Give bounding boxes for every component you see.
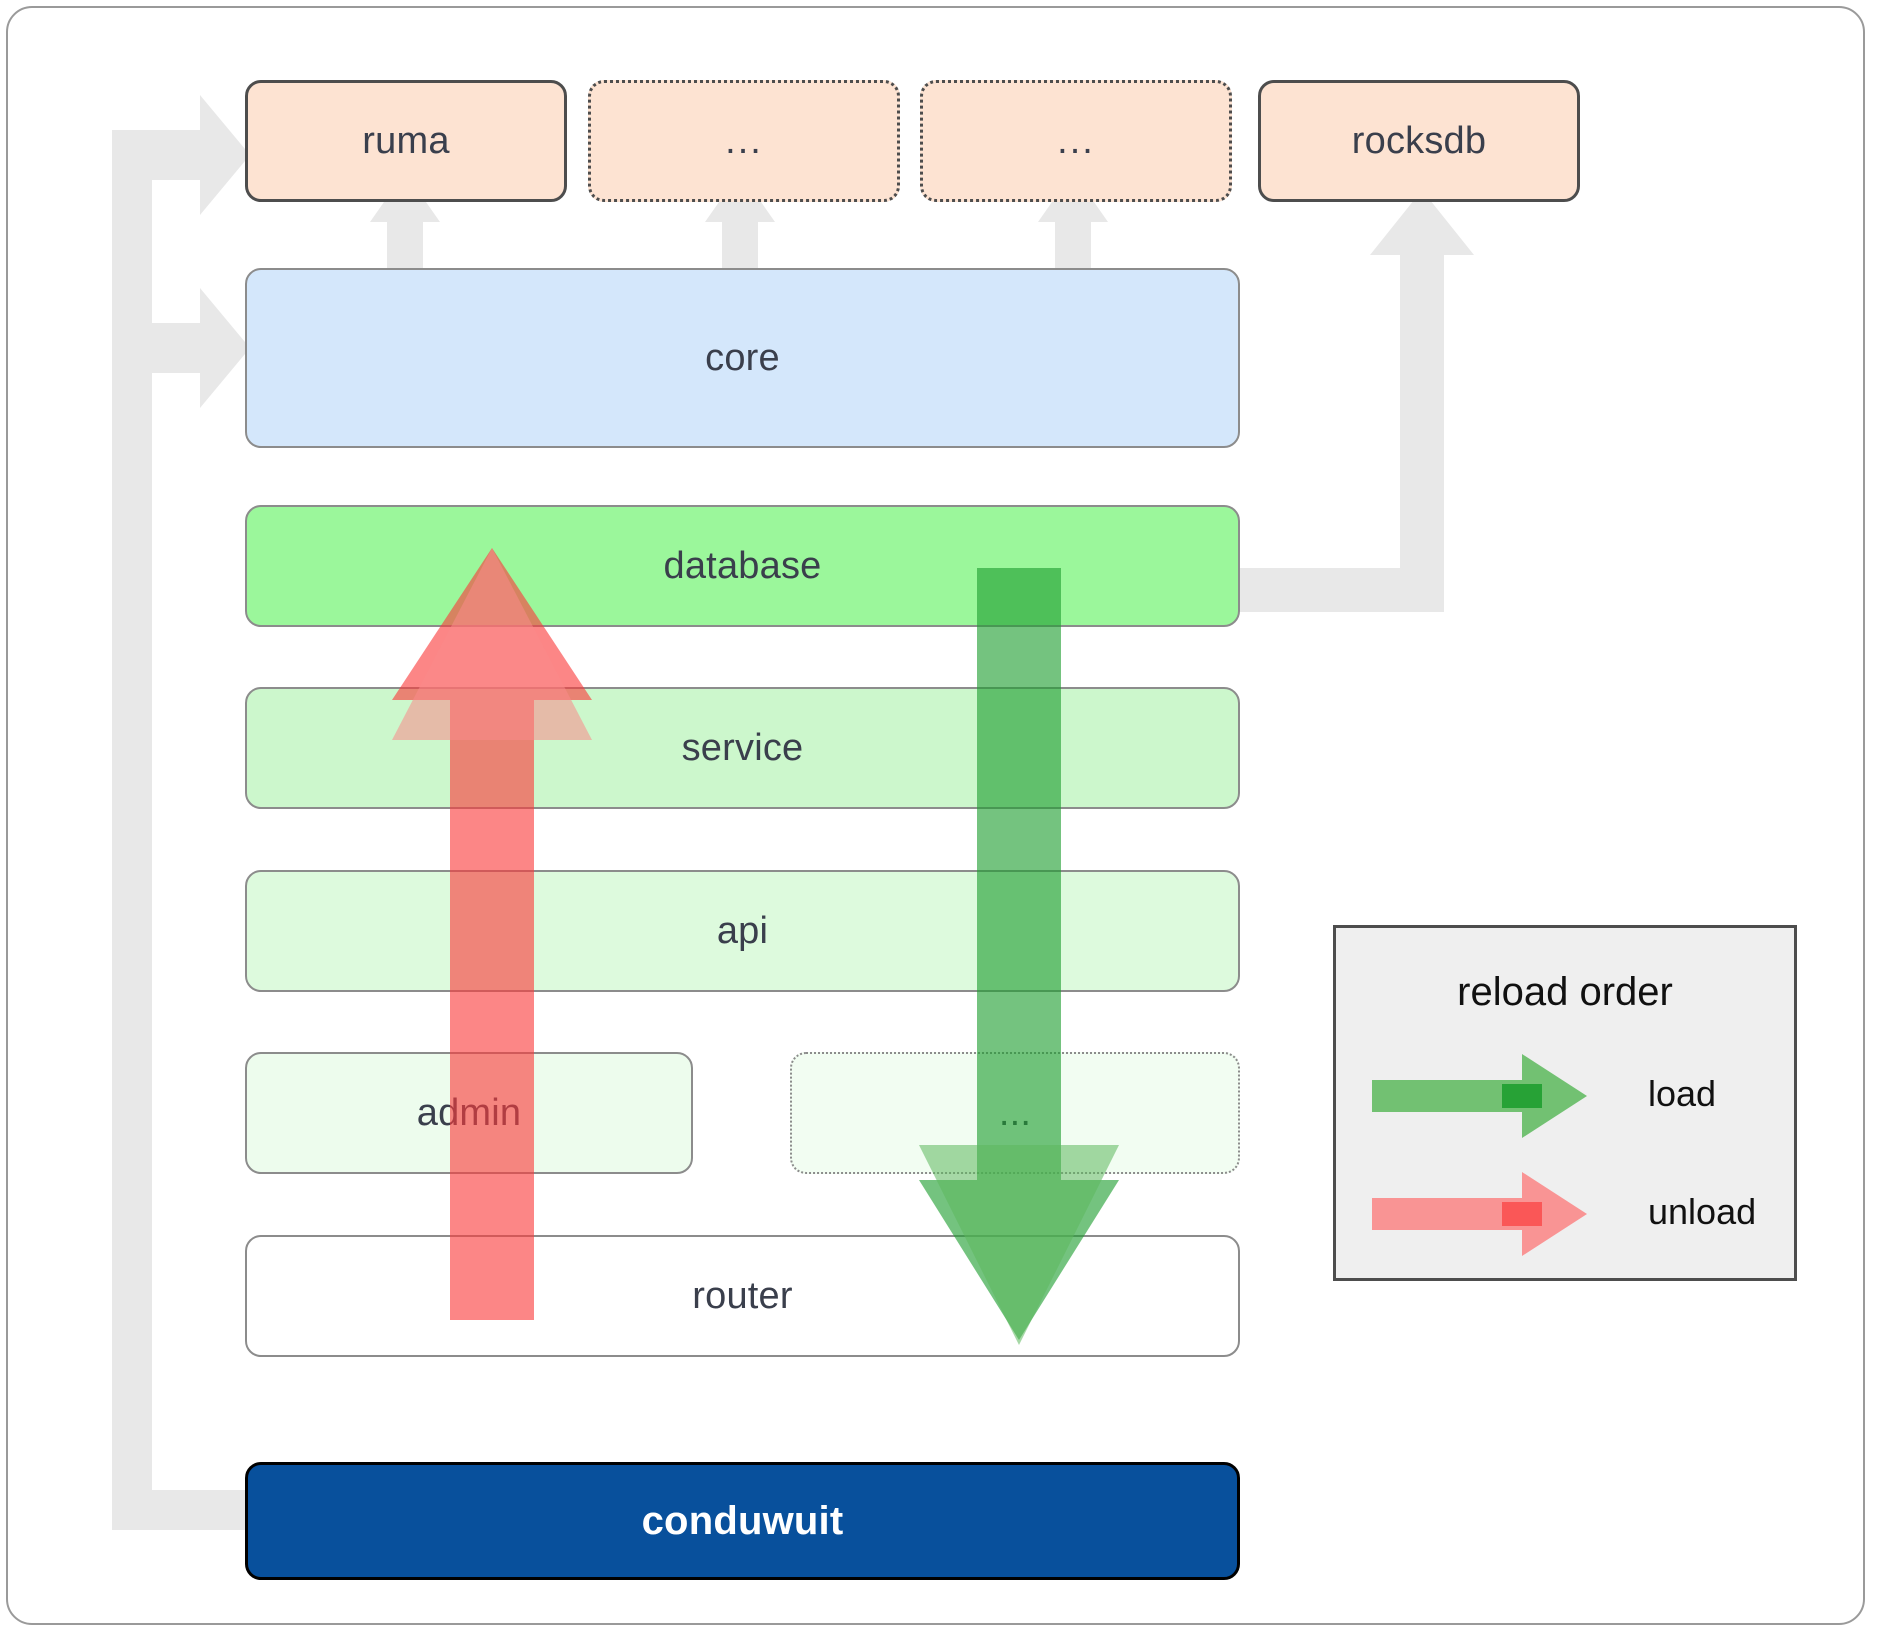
dep-node-ellipsis-1-label: ... (725, 119, 763, 162)
layer-router-label: router (692, 1274, 793, 1317)
legend-load-arrow-icon (1372, 1054, 1587, 1138)
dep-node-ellipsis-2[interactable]: ... (920, 80, 1232, 202)
layer-database[interactable]: database (245, 505, 1240, 627)
app-node-conduwuit[interactable]: conduwuit (245, 1462, 1240, 1580)
dep-node-rocksdb-label: rocksdb (1351, 119, 1487, 162)
layer-router[interactable]: router (245, 1235, 1240, 1357)
legend-unload-arrow-icon (1372, 1172, 1587, 1256)
core-node[interactable]: core (245, 268, 1240, 448)
legend-title: reload order (1457, 970, 1673, 1014)
layer-database-label: database (663, 544, 822, 587)
layer-admin[interactable]: admin (245, 1052, 693, 1174)
layer-ellipsis-label: ... (998, 1091, 1032, 1134)
layer-admin-label: admin (416, 1091, 522, 1134)
layer-api-label: api (716, 909, 769, 952)
diagram-frame (6, 6, 1865, 1625)
app-node-label: conduwuit (641, 1498, 844, 1543)
layer-service[interactable]: service (245, 687, 1240, 809)
dep-node-rocksdb[interactable]: rocksdb (1258, 80, 1580, 202)
legend-reload-order: reload order load unload (1333, 925, 1797, 1281)
dep-node-ruma[interactable]: ruma (245, 80, 567, 202)
legend-item-unload-label: unload (1648, 1191, 1757, 1232)
legend-item-load-label: load (1648, 1073, 1717, 1114)
layer-service-label: service (681, 726, 804, 769)
core-node-label: core (705, 336, 780, 379)
dep-node-ruma-label: ruma (362, 119, 450, 162)
layer-api[interactable]: api (245, 870, 1240, 992)
layer-ellipsis[interactable]: ... (790, 1052, 1240, 1174)
dep-node-ellipsis-1[interactable]: ... (588, 80, 900, 202)
dep-node-ellipsis-2-label: ... (1057, 119, 1095, 162)
